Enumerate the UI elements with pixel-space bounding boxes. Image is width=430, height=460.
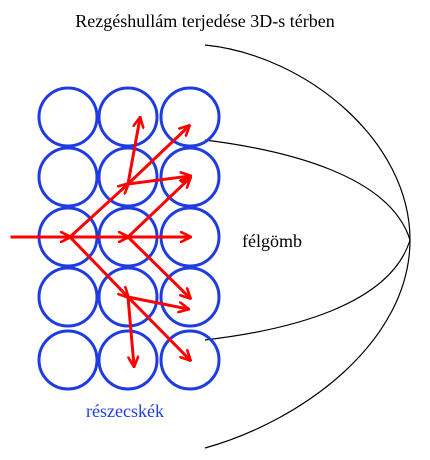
particle-circle	[97, 86, 159, 148]
wave-arrow	[67, 234, 128, 297]
wave-arrow	[125, 234, 190, 298]
particle-circle	[97, 329, 159, 391]
wave-arrow	[126, 295, 134, 366]
wave-arrow	[126, 118, 140, 186]
particle-circle	[159, 329, 221, 391]
particle-circle	[159, 266, 221, 328]
particle-circle	[97, 266, 159, 328]
particle-circle	[159, 146, 221, 208]
wave-arrow	[125, 178, 190, 240]
particle-circle	[37, 86, 99, 148]
hemisphere: félgömb	[204, 44, 411, 449]
arrow-group	[10, 118, 190, 366]
hemisphere-inner-arc	[204, 139, 411, 341]
hemisphere-label: félgömb	[242, 231, 302, 251]
diagram-title: Rezgéshullám terjedése 3D-s térben	[75, 11, 334, 31]
hemisphere-outer-arc	[204, 44, 411, 449]
particle-circle	[159, 86, 221, 148]
wave-arrow	[125, 126, 189, 187]
particle-grid	[37, 86, 221, 391]
particle-circle	[37, 329, 99, 391]
particle-circle	[37, 146, 99, 208]
particle-circle	[97, 146, 159, 208]
particles-label: részecskék	[86, 401, 164, 421]
wave-arrow	[125, 294, 190, 360]
wave-arrow	[126, 295, 188, 309]
wave-arrow	[67, 184, 128, 240]
particle-circle	[37, 266, 99, 328]
